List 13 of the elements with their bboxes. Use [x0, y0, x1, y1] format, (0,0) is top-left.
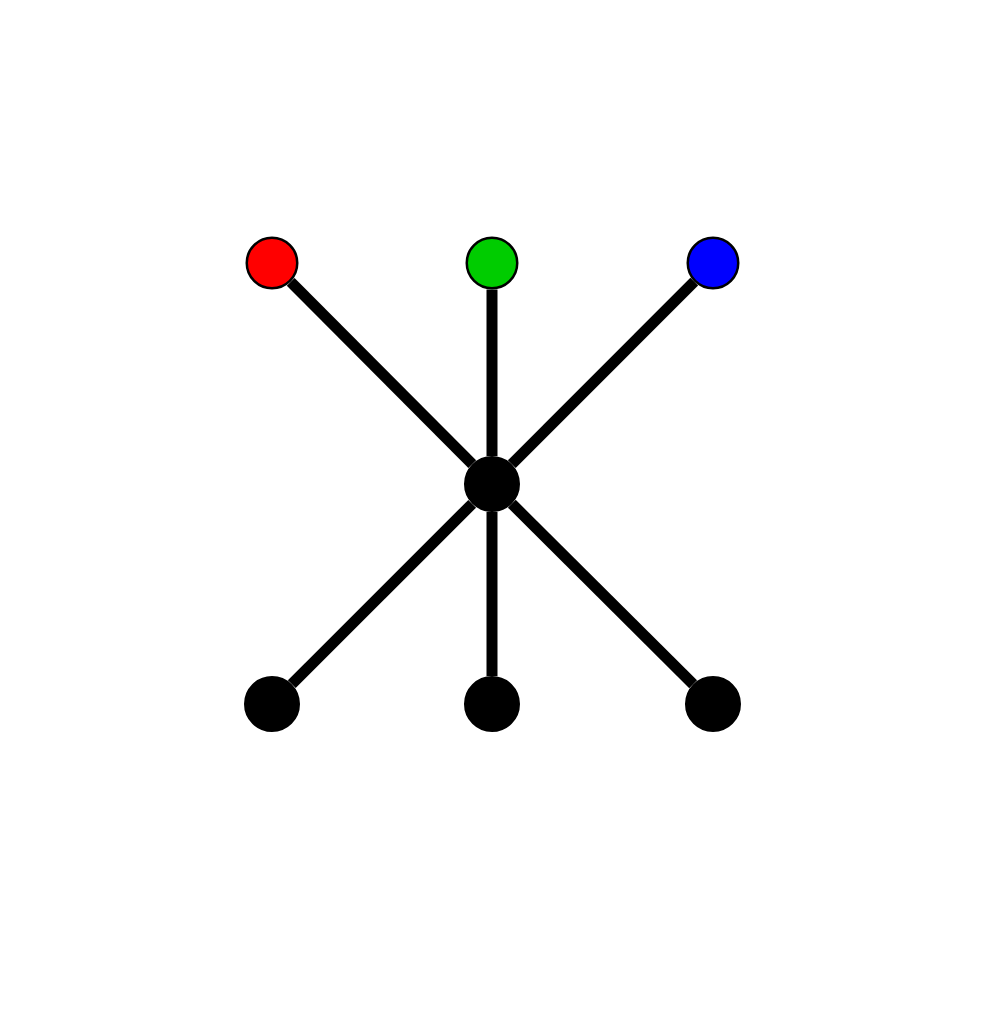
dot: [686, 236, 740, 290]
connector-line: [486, 289, 498, 456]
dot: [244, 676, 300, 732]
dot: [464, 676, 520, 732]
dot: [465, 236, 519, 290]
dot: [685, 676, 741, 732]
connector-line: [507, 277, 699, 469]
dot: [464, 456, 520, 512]
connector-line: [507, 499, 698, 689]
dot: [245, 236, 299, 290]
connector-line: [287, 499, 477, 689]
connector-line: [286, 277, 477, 469]
connector-line: [486, 512, 498, 676]
